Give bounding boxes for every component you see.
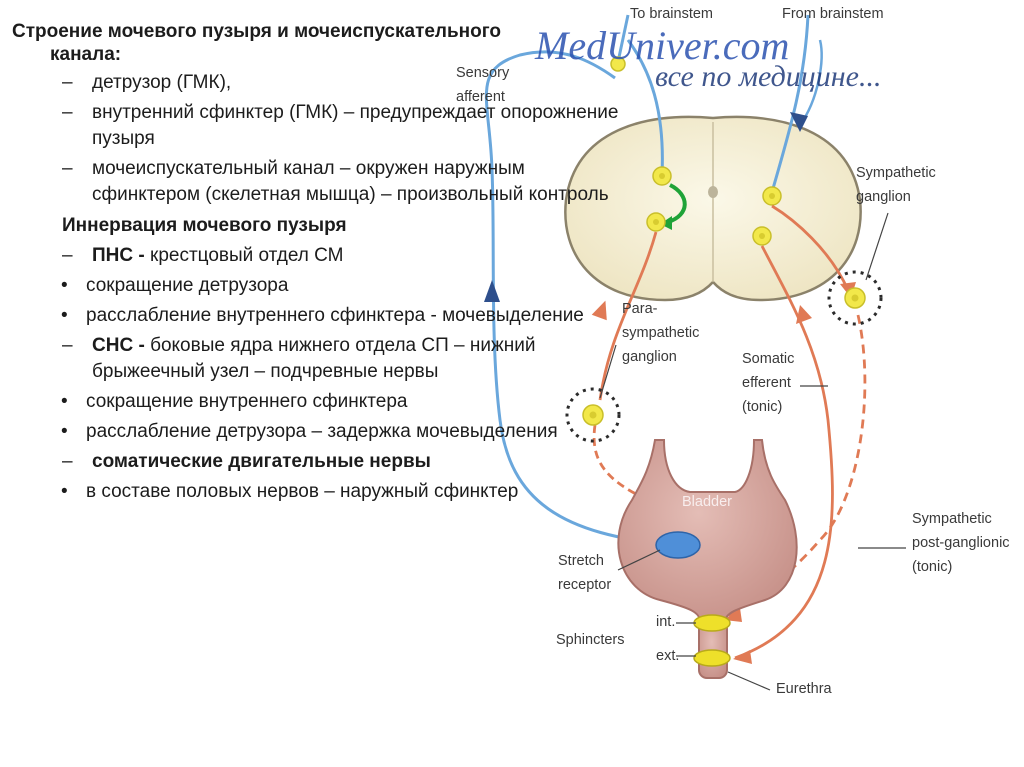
list-item: • расслабление детрузора – задержка мочев… [6, 419, 626, 445]
label-int: int. [656, 614, 676, 630]
label-somatic-1: Somatic [742, 351, 795, 367]
list-item: • в составе половых нервов – наружный сфи… [6, 479, 626, 505]
list-item-text: внутренний сфинктер (ГМК) – предупреждае… [92, 102, 619, 149]
list-item: –детрузор (ГМК), [6, 70, 626, 96]
label-stretch: Stretch [558, 553, 604, 569]
parasympathetic-preganglionic [598, 231, 658, 401]
sympathetic-ganglion-halo [827, 270, 883, 326]
list-item-bold: ПНС - [92, 245, 145, 266]
watermark-tagline: все по медицине... [655, 60, 882, 93]
list-marker: • [61, 481, 68, 502]
sensory-afferent-pathway [484, 50, 676, 547]
label-to-brainstem: To brainstem [630, 6, 714, 22]
label-sensory: Sensory [456, 65, 510, 81]
list-item: • сокращение внутреннего сфинктера [6, 389, 626, 415]
list-item-bold: соматические двигательные нервы [92, 451, 431, 472]
bladder [617, 439, 798, 623]
sensory-node [610, 56, 626, 72]
afferent-to-brainstem [616, 14, 630, 63]
parasympathetic-ganglion-halo [565, 387, 621, 443]
label-para-1: Para- [622, 301, 658, 317]
descending-arrowhead [790, 112, 808, 132]
afferent-arrowhead [484, 280, 500, 302]
list-item-text: расслабление детрузора – задержка мочевы… [86, 421, 558, 442]
reflex-arrowhead [660, 216, 672, 230]
list-marker: – [62, 245, 73, 266]
innervation-heading: Иннервация мочевого пузыря [62, 215, 347, 236]
list-item: –ПНС - крестцовый отдел СМ [6, 243, 626, 269]
label-receptor: receptor [558, 577, 612, 593]
external-sphincter [693, 649, 731, 667]
list-item-text: в составе половых нервов – наружный сфин… [86, 481, 519, 502]
list-marker: – [62, 335, 73, 356]
label-eurethra: Eurethra [776, 681, 832, 697]
list-item: • расслабление внутреннего сфинктера - мо… [6, 303, 626, 329]
label-ext: ext. [656, 648, 680, 664]
list-item: –мочеиспускательный канал – окружен нару… [6, 156, 626, 208]
list-item-text: сокращение детрузора [86, 275, 289, 296]
leader-eurethra [727, 671, 771, 691]
list-item: –СНС - боковые ядра нижнего отдела СП – … [6, 333, 626, 385]
list-marker: • [61, 391, 68, 412]
list-item: • сокращение детрузора [6, 273, 626, 299]
list-item: –соматические двигательные нервы [6, 449, 626, 475]
list-marker: • [61, 421, 68, 442]
list-item-bold: СНС - [92, 335, 145, 356]
label-bladder: Bladder [682, 494, 732, 510]
label-para-2: sympathetic [622, 325, 700, 341]
list-marker: • [61, 275, 68, 296]
list-item-text: детрузор (ГМК), [92, 72, 232, 93]
label-sphincters: Sphincters [556, 632, 625, 648]
label-afferent: afferent [456, 89, 505, 105]
parasympathetic-postganglionic [592, 424, 649, 502]
list-item-text: сокращение внутреннего сфинктера [86, 391, 408, 412]
label-sym-post-1: Sympathetic [912, 511, 992, 527]
text-panel: Строение мочевого пузыря и мочеиспускате… [6, 20, 626, 505]
somatic-efferent [734, 245, 834, 660]
structure-list: –детрузор (ГМК),–внутренний сфинктер (ГМ… [6, 70, 626, 208]
label-para-3: ganglion [622, 349, 677, 365]
leader-sym-ganglion [865, 212, 889, 281]
list-marker: – [62, 451, 73, 472]
list-marker: – [62, 72, 73, 93]
reflex-arc [667, 183, 687, 224]
structure-title: Строение мочевого пузыря и мочеиспускате… [12, 21, 502, 65]
sympathetic-preganglionic [771, 204, 850, 291]
list-marker: – [62, 158, 73, 179]
sympathetic-postganglionic [724, 314, 867, 620]
watermark-site: MedUniver.com [535, 23, 790, 68]
label-sym-post-2: post-ganglionic [912, 535, 1010, 551]
label-sympathetic-ganglion-2: ganglion [856, 189, 911, 205]
leader-para-ganglion [599, 344, 617, 399]
from-brainstem-tract [770, 14, 810, 193]
list-item-text: крестцовый отдел СМ [150, 245, 344, 266]
central-canal [708, 186, 718, 198]
label-from-brainstem: From brainstem [782, 6, 884, 22]
innervation-list: –ПНС - крестцовый отдел СМ•сокращение де… [6, 243, 626, 505]
afferent-branch-cord [626, 39, 664, 176]
list-item: –внутренний сфинктер (ГМК) – предупрежда… [6, 100, 626, 152]
label-somatic-3: (tonic) [742, 399, 783, 415]
stretch-receptor [655, 531, 701, 559]
label-somatic-2: efferent [742, 375, 791, 391]
leader-stretch [617, 549, 661, 571]
list-item-text: расслабление внутреннего сфинктера - моч… [86, 305, 584, 326]
list-marker: • [61, 305, 68, 326]
list-item-text: мочеиспускательный канал – окружен наруж… [92, 158, 609, 205]
list-item-text: боковые ядра нижнего отдела СП – нижний … [92, 335, 536, 382]
label-sympathetic-ganglion-1: Sympathetic [856, 165, 936, 181]
list-marker: – [62, 102, 73, 123]
label-sym-post-3: (tonic) [912, 559, 953, 575]
internal-sphincter [693, 614, 731, 632]
